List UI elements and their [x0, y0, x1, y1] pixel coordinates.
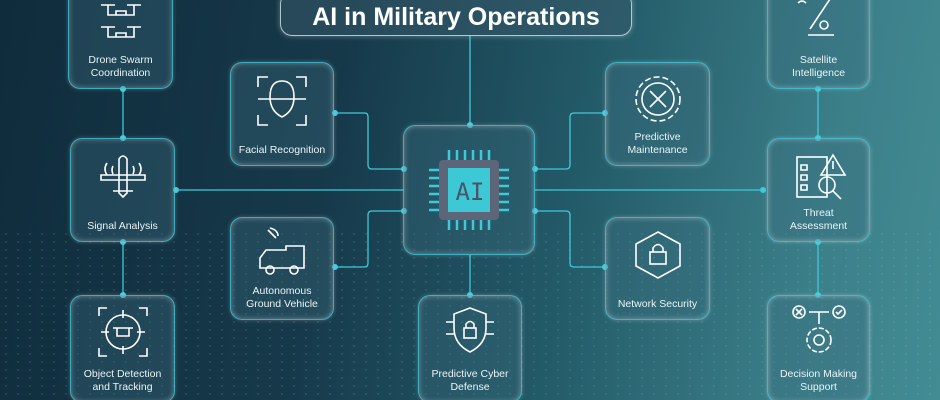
- ai-chip-icon: [429, 150, 509, 230]
- satellite-dish-icon: [796, 0, 834, 36]
- node-facial-recognition[interactable]: Facial Recognition: [230, 62, 334, 166]
- decision-gear-icon: [791, 305, 846, 353]
- node-label: Predictive Cyber Defense: [431, 368, 509, 393]
- node-label: Drone Swarm Coordination: [88, 54, 153, 79]
- node-label: Network Security: [617, 298, 698, 310]
- page-title: AI in Military Operations: [280, 0, 632, 36]
- node-label: Signal Analysis: [87, 220, 158, 232]
- shield-lock-icon: [446, 307, 494, 353]
- node-network-security[interactable]: Network Security: [605, 217, 710, 320]
- node-label: Decision Making Support: [779, 368, 858, 393]
- target-drone-icon: [97, 307, 148, 357]
- node-label: Object Detection and Tracking: [83, 368, 162, 393]
- node-label: Threat Assessment: [789, 207, 848, 232]
- ground-vehicle-icon: [259, 227, 305, 275]
- threat-clipboard-icon: [795, 153, 846, 200]
- node-predictive-cyber-defense[interactable]: Predictive Cyber Defense: [418, 295, 522, 400]
- node-label: Predictive Maintenance: [627, 131, 688, 156]
- gear-wrench-icon: [634, 76, 681, 122]
- node-threat-assessment[interactable]: Threat Assessment: [767, 138, 870, 242]
- node-label: Autonomous Ground Vehicle: [246, 285, 318, 310]
- node-label: Facial Recognition: [238, 144, 326, 156]
- node-signal-analysis[interactable]: Signal Analysis: [70, 138, 175, 242]
- node-drone-swarm[interactable]: Drone Swarm Coordination: [68, 0, 173, 89]
- network-lock-icon: [634, 231, 681, 279]
- node-decision-making-support[interactable]: Decision Making Support: [767, 295, 870, 400]
- face-scan-icon: [257, 76, 307, 126]
- node-object-detection[interactable]: Object Detection and Tracking: [70, 295, 175, 400]
- node-label: Satellite Intelligence: [791, 54, 846, 79]
- node-predictive-maintenance[interactable]: Predictive Maintenance: [605, 62, 710, 166]
- ai-center-node: AI: [403, 125, 535, 255]
- node-autonomous-ground-vehicle[interactable]: Autonomous Ground Vehicle: [230, 217, 334, 320]
- drone-icon: [100, 4, 141, 38]
- ai-chip-label: AI: [455, 178, 485, 206]
- node-satellite-intelligence[interactable]: Satellite Intelligence: [767, 0, 870, 89]
- signal-drone-icon: [99, 155, 146, 199]
